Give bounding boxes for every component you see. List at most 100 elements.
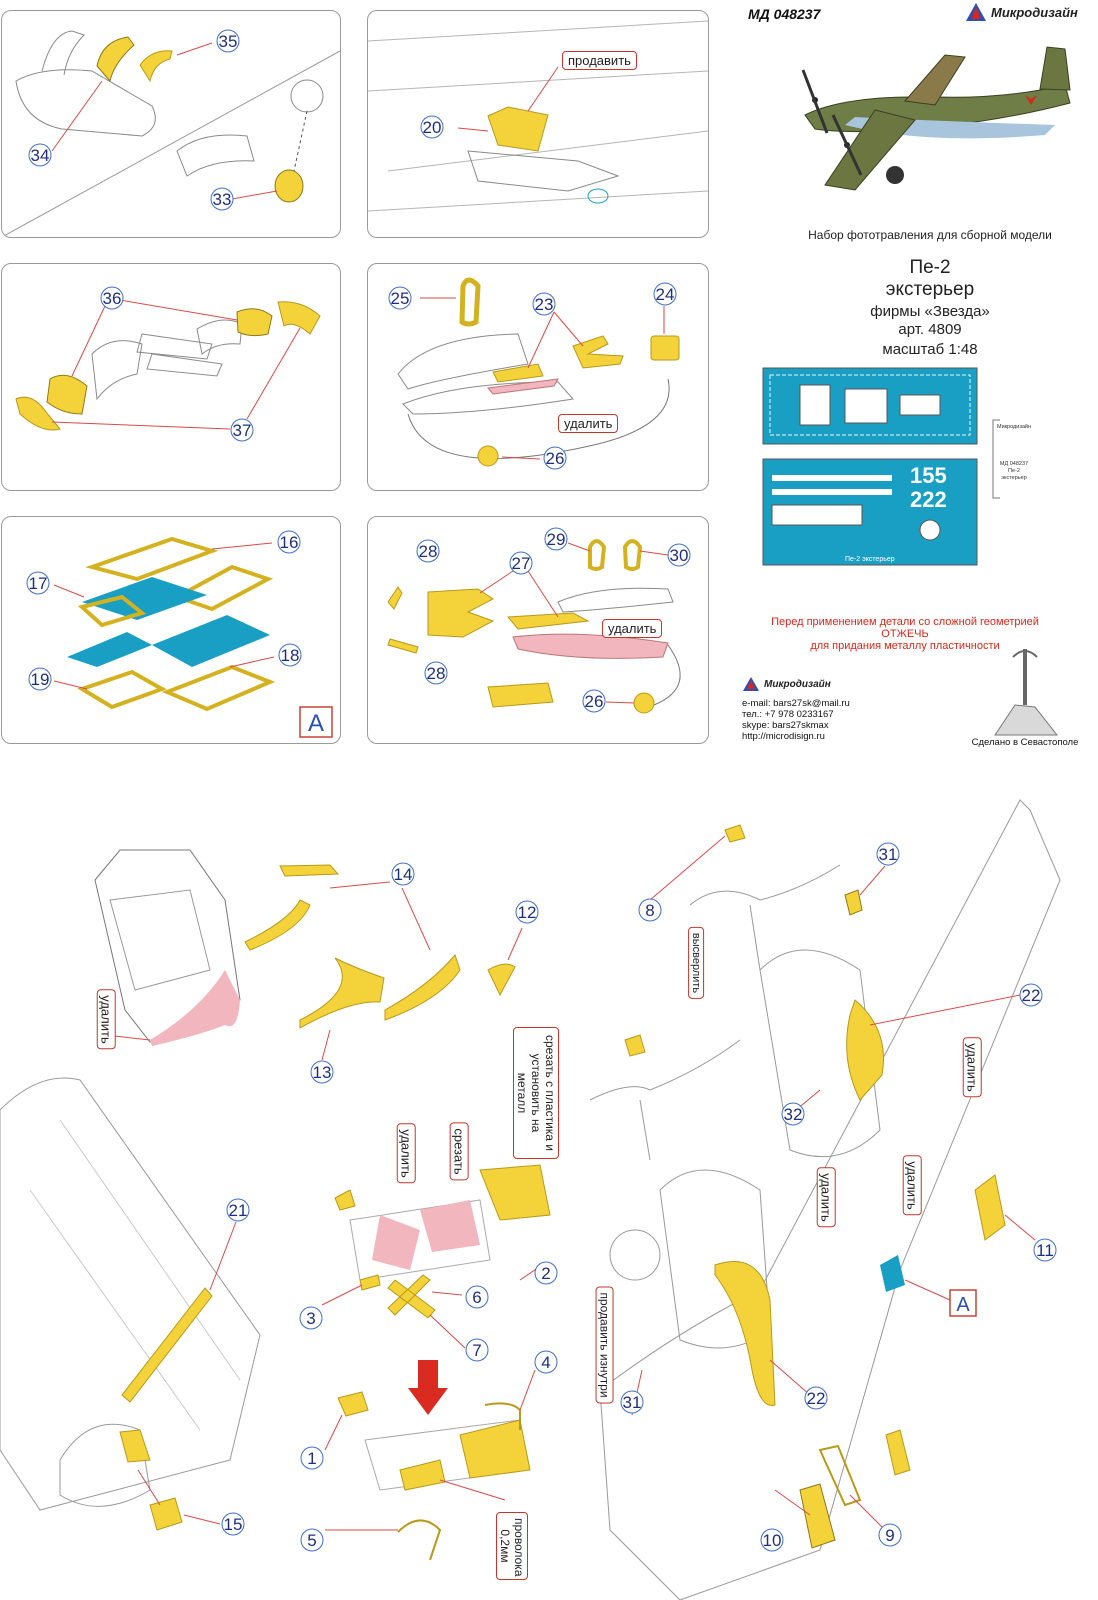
callout-29: 29 — [544, 527, 568, 551]
part-10 — [799, 1483, 836, 1549]
callout-32: 32 — [781, 1102, 805, 1126]
model-name: Пе-2 — [909, 257, 951, 278]
svg-text:4: 4 — [541, 1353, 550, 1372]
contact-skype: skype: bars27skmax — [742, 720, 829, 731]
svg-text:33: 33 — [213, 190, 232, 209]
arrow-26 — [605, 701, 635, 704]
svg-text:16: 16 — [280, 533, 299, 552]
blue-film-upper — [82, 577, 207, 620]
fret-label-model: Пе-2 — [1008, 468, 1020, 474]
callout-26: 26 — [543, 446, 567, 470]
svg-text:28: 28 — [427, 664, 446, 683]
callout-21: 21 — [226, 1198, 250, 1222]
part-37-left — [15, 396, 61, 431]
part-37-right — [277, 301, 321, 335]
badge-a-frame — [949, 1289, 977, 1317]
guide-curve — [653, 644, 681, 706]
arrow-a — [904, 1279, 951, 1301]
kit-description: Набор фототравления для сборной модели — [808, 228, 1052, 242]
panel-bay-outline — [467, 150, 620, 192]
blue-panel-a — [880, 1255, 905, 1292]
callout-22-lower: 22 — [804, 1386, 828, 1410]
svg-text:18: 18 — [281, 646, 300, 665]
aircraft-wheel — [886, 166, 904, 184]
callout-33: 33 — [210, 187, 234, 211]
contact-website[interactable]: http://microdisign.ru — [742, 731, 825, 742]
svg-text:35: 35 — [219, 32, 238, 51]
svg-text:36: 36 — [103, 289, 122, 308]
part-folded-bracket — [487, 682, 554, 708]
svg-text:7: 7 — [472, 1341, 481, 1360]
propeller-upper — [689, 864, 841, 971]
part-3-upper — [334, 1189, 356, 1211]
arrow-26 — [501, 456, 541, 460]
engine-nacelle-lower — [659, 1169, 771, 1349]
callout-19: 19 — [28, 667, 52, 691]
part-15-upper — [119, 1429, 151, 1463]
svg-text:8: 8 — [645, 901, 654, 920]
landing-gear-group: 2 3 6 7 4 1 5 — [299, 1164, 558, 1561]
part-8-spinner-lower — [624, 1034, 646, 1057]
callout-35: 35 — [216, 29, 240, 53]
badge-a: A — [308, 710, 324, 737]
arrow-37-left — [51, 421, 231, 430]
remove-area — [512, 633, 669, 659]
part-36-left-mesh — [46, 374, 88, 415]
part-9-fitted — [885, 1429, 911, 1476]
svg-text:3: 3 — [306, 1309, 315, 1328]
fret-part-b — [844, 388, 888, 424]
panel-instruction-6: 28 29 30 27 28 26 удалить — [367, 516, 709, 744]
note-gear-transfer: срезать с пластика и установить на метал… — [513, 1027, 559, 1159]
callout-28-bottom: 28 — [424, 661, 448, 685]
callout-9: 9 — [878, 1523, 902, 1547]
part-14-top — [279, 864, 340, 877]
contact-phone: тел.: +7 978 0233167 — [742, 709, 834, 720]
part-27 — [427, 588, 495, 638]
svg-text:1: 1 — [307, 1449, 316, 1468]
arrow-22 — [869, 994, 1021, 1026]
part-14-right — [384, 953, 461, 1021]
panel-5-drawing: 16 17 18 19 A — [26, 530, 333, 738]
part-4-assembled — [459, 1419, 531, 1479]
contact-email[interactable]: e-mail: bars27sk@mail.ru — [742, 698, 850, 709]
nacelle-lower-outline — [402, 381, 574, 415]
arrow-11 — [1004, 1214, 1036, 1241]
svg-text:32: 32 — [784, 1105, 803, 1124]
svg-text:31: 31 — [623, 1393, 642, 1412]
fret-digits-bottom: 222 — [910, 487, 947, 512]
main-wheel — [609, 1229, 661, 1281]
gear-cut-area — [420, 1200, 480, 1252]
part-26 — [477, 445, 499, 467]
brand-logo-icon — [966, 3, 986, 21]
remove-area — [487, 378, 559, 395]
arrow-press — [527, 66, 559, 112]
part-5-wire — [397, 1519, 442, 1561]
wing-outline — [0, 1077, 261, 1511]
callout-7: 7 — [465, 1338, 489, 1362]
svg-text:5: 5 — [307, 1531, 316, 1550]
svg-text:12: 12 — [518, 903, 537, 922]
part-22-lower — [714, 1261, 776, 1407]
aircraft-tail — [1039, 46, 1071, 91]
callout-5: 5 — [300, 1528, 324, 1552]
fret-preview: 155 222 Пе-2 экстерьер — [762, 367, 1000, 566]
callout-13: 13 — [310, 1060, 334, 1084]
part-17 — [77, 594, 147, 628]
note-gear-cut: срезать — [449, 1122, 469, 1181]
wing-outline-lines — [368, 20, 708, 212]
part-23-small — [492, 363, 544, 383]
arrow-35 — [176, 42, 213, 56]
svg-text:6: 6 — [472, 1288, 481, 1307]
note-remove-label: удалить — [602, 619, 663, 638]
arrow-4 — [519, 1369, 536, 1411]
callout-37: 37 — [230, 418, 254, 442]
svg-text:23: 23 — [535, 295, 554, 314]
aircraft-prop-1 — [801, 69, 829, 134]
callout-23: 23 — [532, 292, 556, 316]
part-19 — [77, 669, 167, 710]
part-12 — [487, 963, 516, 997]
part-3 — [359, 1274, 381, 1291]
arrow-33 — [231, 190, 278, 200]
callout-6: 6 — [465, 1285, 489, 1309]
part-34-mesh — [96, 36, 135, 83]
